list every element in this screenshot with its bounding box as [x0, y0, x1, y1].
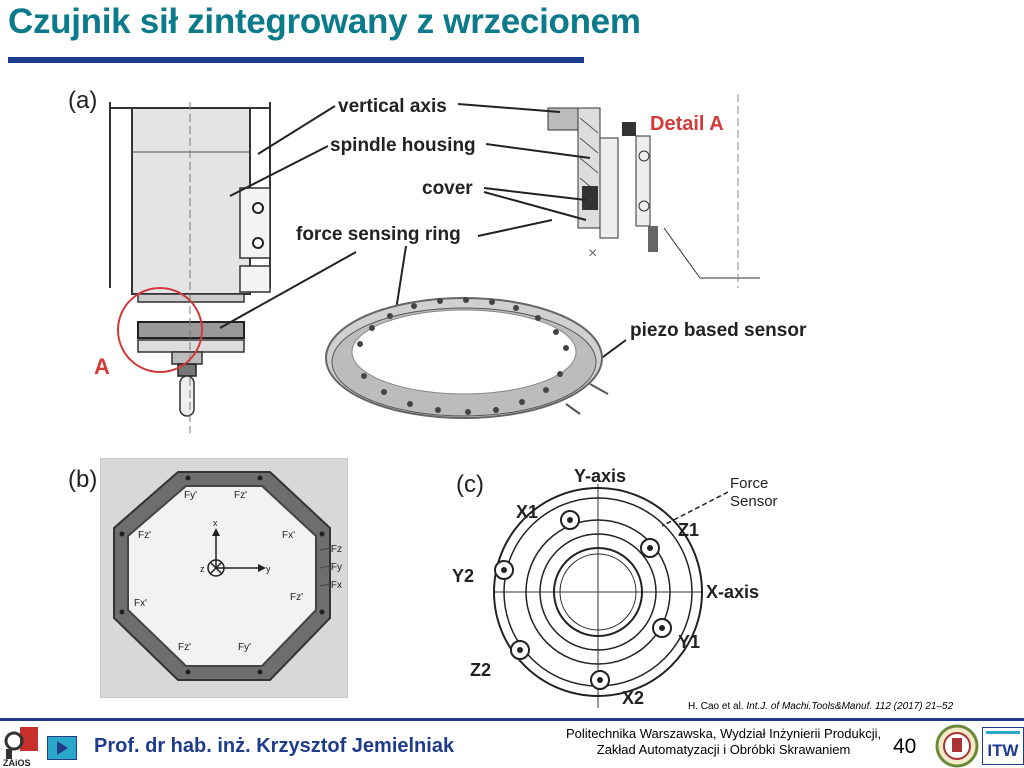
callout-cover: cover	[422, 178, 473, 199]
detail-a-label: Detail A	[650, 113, 724, 135]
politechnika-logo	[935, 724, 979, 768]
side-label-fy: Fy	[331, 562, 342, 573]
axis-z-label: z	[200, 564, 205, 574]
institution-line2: Zakład Automatyzacji i Obróbki Skrawanie…	[596, 742, 851, 757]
figure-a-label: (a)	[68, 87, 97, 114]
figure-a-drawing: (a) A	[68, 87, 807, 433]
coordinate-axes: x y z	[200, 518, 271, 577]
callout-spindle-housing: spindle housing	[330, 135, 476, 156]
title-underline	[8, 57, 584, 63]
slide-footer: ZAiOS Prof. dr hab. inż. Krzysztof Jemie…	[0, 721, 1024, 768]
callout-vertical-axis: vertical axis	[338, 96, 447, 117]
octagon-ring-inner	[127, 485, 317, 667]
sensor-label-z1: Z1	[678, 520, 699, 540]
ring-label-fy-bottom-right: Fy'	[238, 642, 251, 653]
detail-a-circle	[117, 287, 203, 373]
figure-b-label: (b)	[68, 466, 98, 493]
figure-a: (a) A	[60, 78, 840, 438]
sensor-holes	[494, 510, 672, 690]
y-axis-label: Y-axis	[574, 466, 626, 486]
figure-c-drawing: (c) Y-axis X-axis Force Sensor X1 Z1 Y2 …	[452, 466, 778, 708]
footer-rule	[0, 718, 1024, 721]
spindle-drawing	[109, 102, 271, 433]
ring-label-fz-bottom-left: Fz'	[178, 642, 191, 653]
axis-x-label: x	[213, 518, 218, 528]
detail-a-section: ×	[547, 94, 760, 288]
footer-institution: Politechnika Warszawska, Wydział Inżynie…	[566, 726, 881, 758]
side-label-fz: Fz	[331, 544, 342, 555]
itw-logo-text: ITW	[987, 741, 1019, 760]
zaios-logo: ZAiOS	[3, 727, 38, 767]
force-ring-photo	[325, 297, 609, 419]
citation-journal: Int.J. of Machi.Tools&Manuf. 112 (2017) …	[746, 701, 954, 712]
callout-force-sensing-ring: force sensing ring	[296, 224, 461, 245]
sensor-ring-outer	[493, 487, 703, 697]
x-axis-label: X-axis	[706, 582, 759, 602]
sensor-label-y1: Y1	[678, 632, 700, 652]
svg-text:×: ×	[588, 245, 597, 262]
sensor-label-x2: X2	[622, 688, 644, 708]
page-number: 40	[893, 735, 917, 758]
citation-authors: H. Cao et al.	[688, 701, 744, 712]
side-label-fx: Fx	[331, 580, 342, 591]
figure-c: (c) Y-axis X-axis Force Sensor X1 Z1 Y2 …	[440, 458, 800, 714]
callout-piezo-sensor: piezo based sensor	[630, 320, 807, 341]
citation: H. Cao et al. Int.J. of Machi.Tools&Manu…	[688, 701, 953, 712]
figure-b-drawing: . Fy' Fz' Fz' Fx' Fx' Fz' Fz' Fy' x	[100, 458, 348, 698]
itw-logo: ITW	[982, 727, 1024, 765]
force-sensor-label-line2: Sensor	[730, 493, 778, 510]
figure-b: . Fy' Fz' Fz' Fx' Fx' Fz' Fz' Fy' x	[100, 458, 348, 698]
ring-label-fx-right: Fx'	[282, 530, 295, 541]
detail-a-marker: A	[94, 354, 110, 379]
sensor-label-y2: Y2	[452, 566, 474, 586]
zaios-logo-text: ZAiOS	[3, 758, 31, 767]
slide-title: Czujnik sił zintegrowany z wrzecionem	[8, 2, 641, 41]
next-slide-button[interactable]	[47, 736, 77, 760]
play-arrow-icon	[57, 741, 68, 755]
ring-label-fz-lower-right: Fz'	[290, 592, 303, 603]
ring-label-fx-left: Fx'	[134, 598, 147, 609]
force-sensor-label-line1: Force	[730, 475, 768, 492]
figure-c-label: (c)	[456, 471, 484, 498]
sensor-label-x1: X1	[516, 502, 538, 522]
ring-label-fz-top-right: Fz'	[234, 490, 247, 501]
axis-y-label: y	[266, 564, 271, 574]
footer-author: Prof. dr hab. inż. Krzysztof Jemielniak	[94, 735, 455, 757]
institution-line1: Politechnika Warszawska, Wydział Inżynie…	[566, 726, 882, 741]
sensor-label-z2: Z2	[470, 660, 491, 680]
ring-label-fz-left: Fz'	[138, 530, 151, 541]
ring-label-fy-top-left: Fy'	[184, 490, 197, 501]
